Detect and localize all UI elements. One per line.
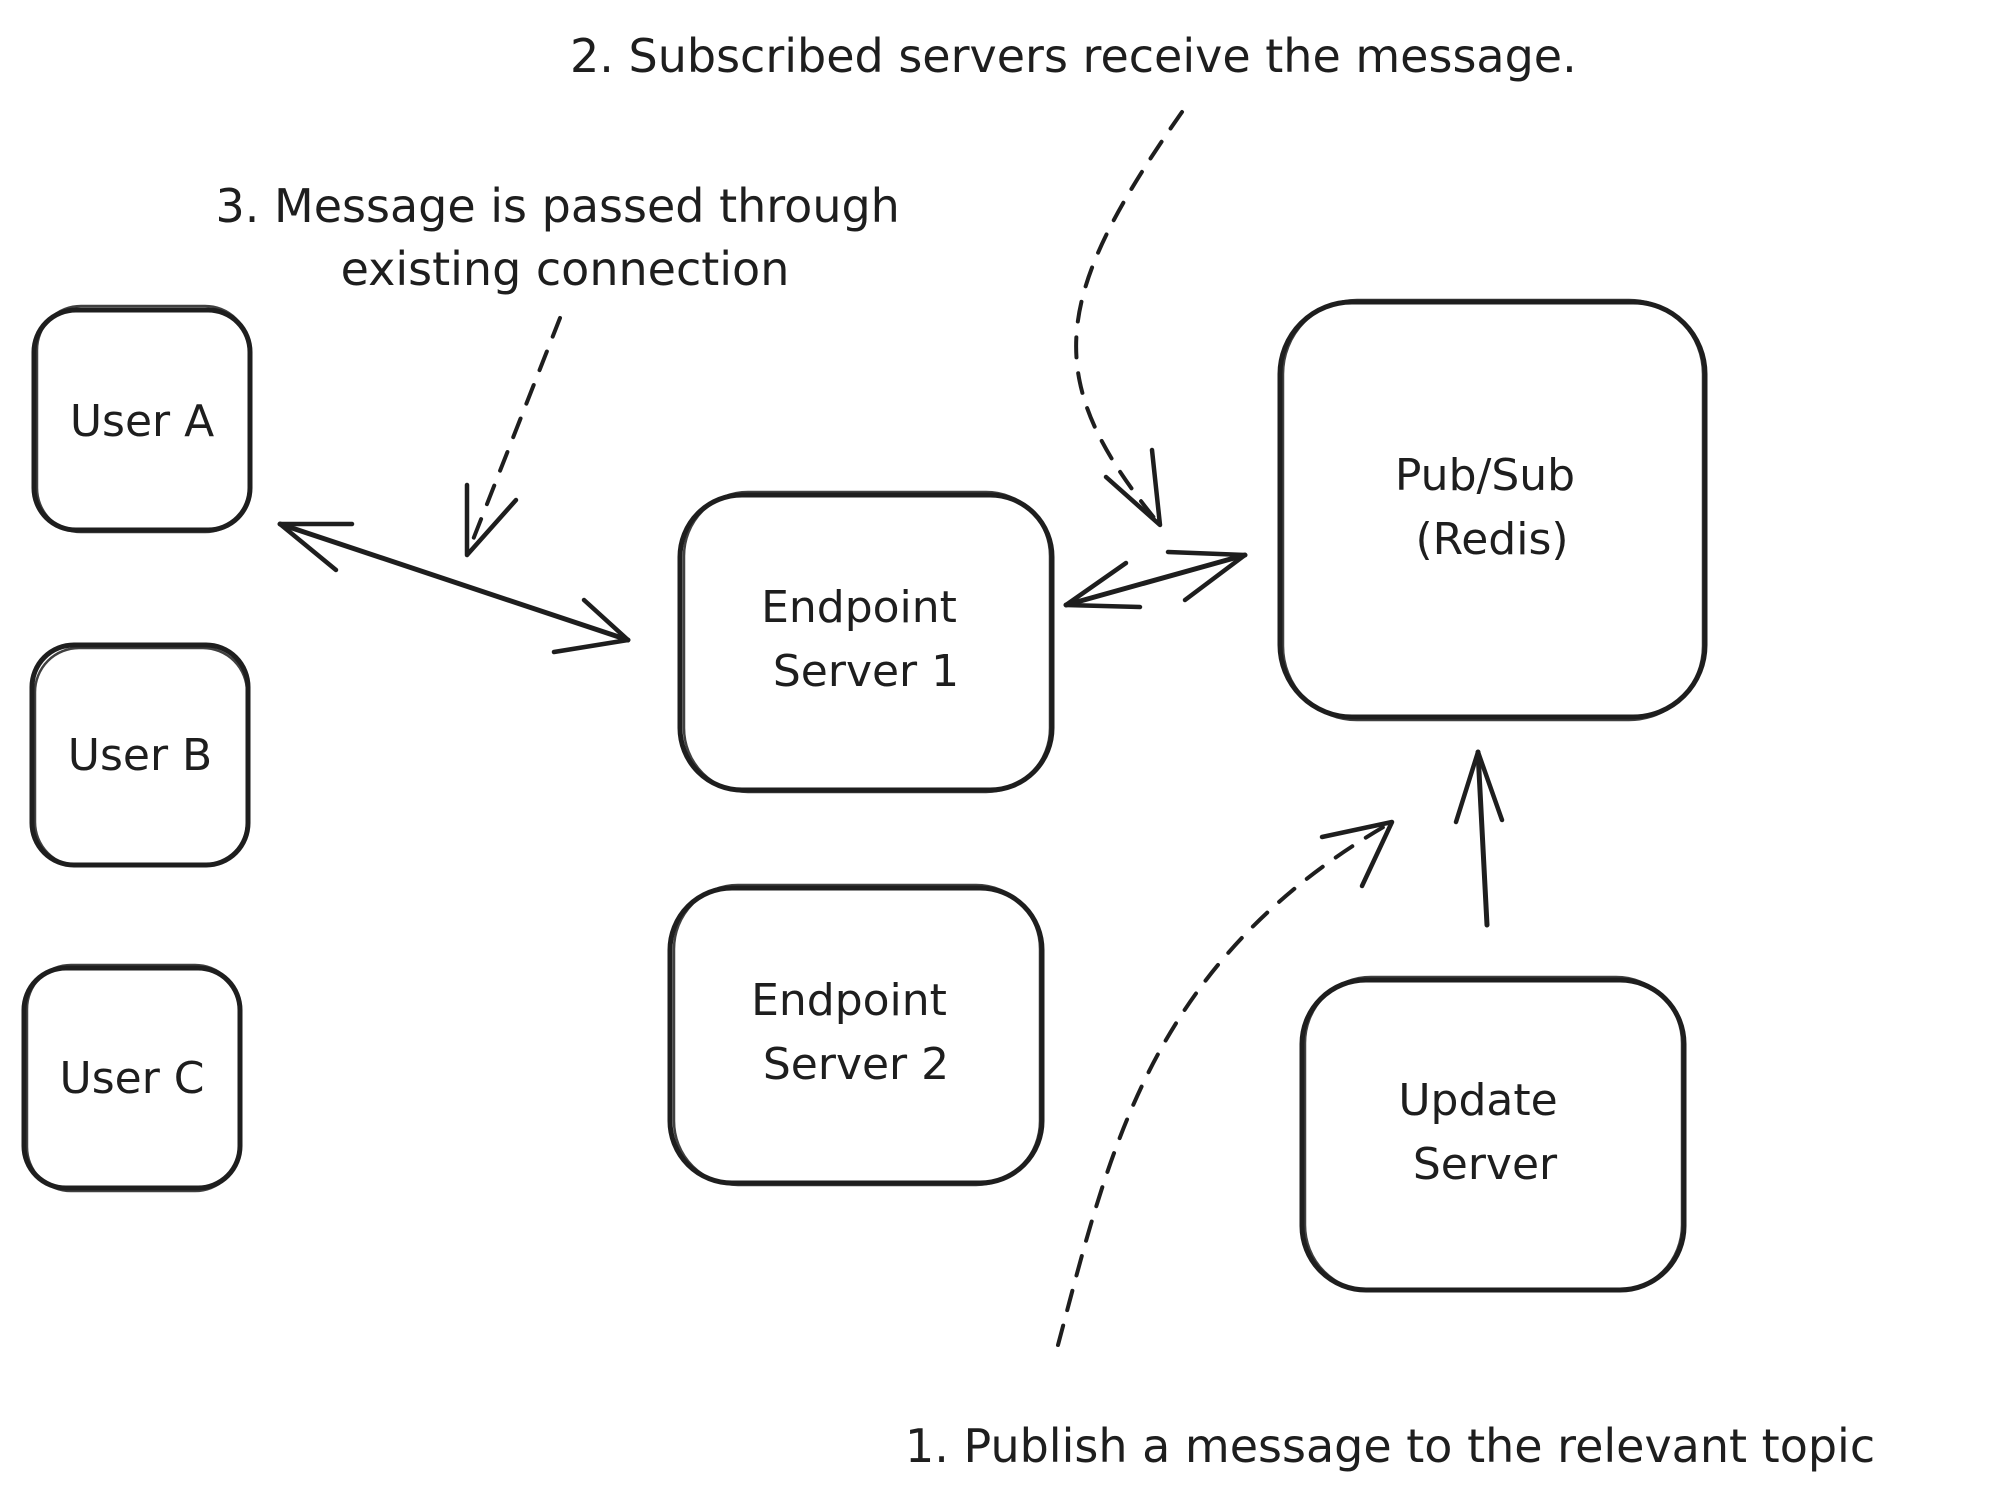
endpoint-server-1-label: Endpoint Server 1 (761, 582, 971, 697)
step1-dashed-arrow (1056, 819, 1395, 1347)
step3-annotation-line1: 3. Message is passed through (216, 179, 900, 233)
user-b-node: User B (29, 642, 251, 868)
user-a-endpoint-connection-arrow (277, 521, 631, 655)
pubsub-redis-node: Pub/Sub (Redis) (1277, 298, 1708, 722)
update-server-label-line2: Server (1413, 1139, 1558, 1190)
endpoint-server-2-label-line2: Server 2 (763, 1039, 949, 1090)
user-c-node: User C (21, 963, 243, 1193)
user-c-label: User C (60, 1053, 205, 1104)
endpoint-server-2-label-line1: Endpoint (751, 975, 947, 1026)
user-a-node: User A (31, 304, 253, 534)
update-server-label-line1: Update (1398, 1075, 1557, 1126)
step3-annotation: 3. Message is passed through existing co… (216, 179, 915, 296)
endpoint-server-1-label-line2: Server 1 (773, 646, 959, 697)
step2-dashed-arrow (1074, 110, 1184, 528)
step1-annotation: 1. Publish a message to the relevant top… (905, 1419, 1875, 1473)
endpoint-server-1-node: Endpoint Server 1 (677, 490, 1055, 794)
pubsub-redis-label-line2: (Redis) (1415, 514, 1568, 565)
endpoint-pubsub-connection-arrow (1063, 549, 1248, 610)
user-a-label: User A (70, 396, 214, 447)
endpoint-server-1-label-line1: Endpoint (761, 582, 957, 633)
update-server-node: Update Server (1299, 975, 1687, 1293)
endpoint-server-2-node: Endpoint Server 2 (667, 883, 1045, 1187)
endpoint-server-2-label: Endpoint Server 2 (751, 975, 961, 1090)
step3-dashed-arrow (464, 316, 562, 558)
update-server-label: Update Server (1398, 1075, 1571, 1190)
pubsub-redis-label-line1: Pub/Sub (1395, 450, 1575, 501)
step3-annotation-line2: existing connection (341, 242, 790, 296)
update-to-pubsub-arrow (1453, 749, 1505, 928)
pubsub-redis-label: Pub/Sub (Redis) (1395, 450, 1589, 565)
user-b-label: User B (68, 730, 212, 781)
step2-annotation: 2. Subscribed servers receive the messag… (570, 29, 1577, 83)
